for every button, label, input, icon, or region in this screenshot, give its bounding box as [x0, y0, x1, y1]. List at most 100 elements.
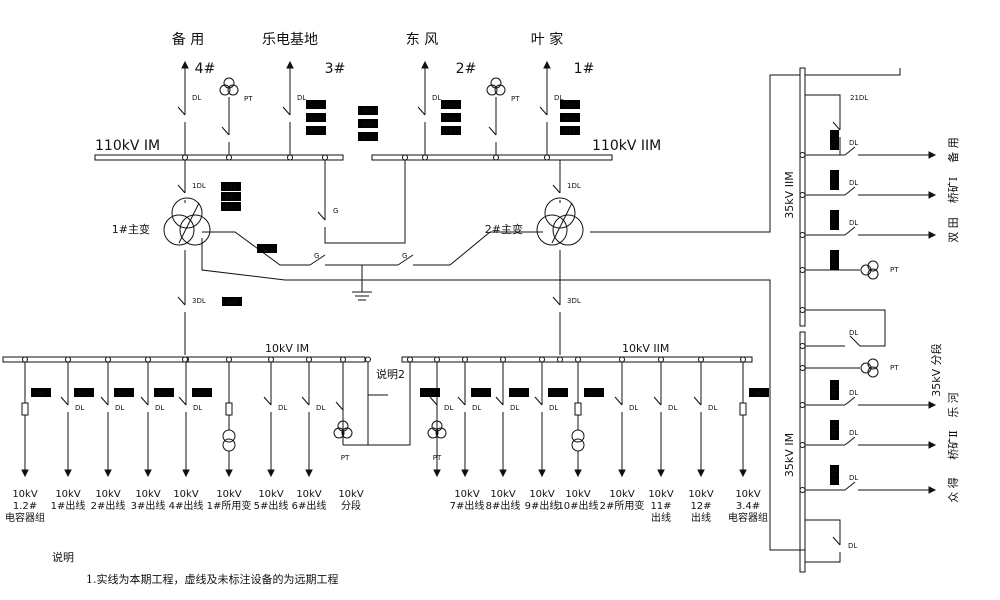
breaker-label: DL: [278, 404, 287, 412]
breaker-label: 1DL: [192, 182, 206, 190]
t1-to-35kv: [201, 238, 771, 512]
feeder-label-lv1: 分段: [341, 499, 361, 512]
breaker-label: DL: [510, 404, 519, 412]
relay-box-label: 631: [475, 390, 487, 397]
bus-label-10kv-iim: 10kV IIM: [622, 342, 669, 355]
breaker-label: DL: [554, 94, 563, 102]
feeder-label-lv1: 10kV: [55, 489, 81, 500]
switch-blade: [614, 396, 623, 406]
pt-label: PT: [511, 95, 520, 103]
arrow-up-icon: [286, 60, 294, 69]
arrow-down-icon: [182, 469, 190, 478]
bus-label-35kv-im: 35kV IM: [783, 433, 796, 477]
relay-box-label: 632: [832, 174, 839, 186]
relay-box-label: 672: [424, 390, 436, 397]
feeder-label-lv2: 10kV: [688, 489, 714, 500]
bus-node: [226, 356, 232, 363]
relay-box-mv1: [830, 250, 839, 270]
feeder-label-35kv-top: 双 田: [947, 217, 960, 243]
breaker-label: DL: [849, 179, 858, 187]
fuse-icon: [739, 402, 747, 416]
pt-label: PT: [244, 95, 253, 103]
feeder-label-lv1: 10kV: [173, 489, 199, 500]
pt-icon: [427, 427, 439, 439]
breaker-label: DL: [297, 94, 306, 102]
feeder-label-lv2: 10kV: [735, 489, 761, 500]
switch-label: G: [333, 207, 338, 215]
breaker-label: DL: [849, 429, 858, 437]
arrow-right-icon: [928, 486, 937, 494]
feeder-label-lv2: 10kV: [565, 489, 591, 500]
line: [805, 68, 901, 76]
bus-node: [799, 152, 806, 158]
feeder-label-35kv-bottom: 乐 河: [947, 392, 960, 418]
bus-node: [462, 356, 468, 363]
bottom-loop: [805, 519, 841, 535]
breaker-label: DL: [848, 542, 857, 550]
pt-icon: [867, 260, 879, 272]
switch-blade: [429, 396, 438, 406]
relay-box-label: 632: [832, 384, 839, 396]
feeder-label-lv2: 10#出线: [557, 499, 598, 512]
feeder-label-lv1: 3#出线: [131, 499, 166, 512]
relay-box-label: 613: [445, 128, 457, 135]
feeder-label-lv2: 出线: [691, 511, 711, 524]
bus-node: [105, 356, 111, 363]
switch-blade: [221, 126, 230, 136]
relay-box-label: 625: [226, 299, 238, 306]
transformer-icon: [222, 429, 236, 443]
breaker-label: DL: [849, 329, 858, 337]
relay-box-label: 632: [832, 424, 839, 436]
bus-node: [22, 356, 28, 363]
switch-blade: [539, 106, 548, 116]
bus-label-110kv-iim: 110kV IIM: [592, 138, 661, 154]
feeder-label-lv2: 出线: [651, 511, 671, 524]
arrow-down-icon: [433, 469, 441, 478]
bus-node: [365, 356, 371, 363]
bus-node: [658, 356, 664, 363]
relay-box-l3: [306, 126, 326, 135]
feeder-label-lv2: 10kV: [609, 489, 635, 500]
pt-icon: [341, 427, 353, 439]
transformer-icon: [536, 214, 568, 246]
switch-blade: [844, 146, 856, 156]
bus-node: [268, 356, 274, 363]
arrow-right-icon: [928, 151, 937, 159]
bus-label-35kv-iim: 35kV IIM: [783, 171, 796, 218]
bus-node: [65, 356, 71, 363]
breaker-label: 3DL: [567, 297, 581, 305]
breaker-label: DL: [849, 219, 858, 227]
arrow-down-icon: [697, 469, 705, 478]
feeder-label-lv2: 10kV: [648, 489, 674, 500]
feeder-label-lv1: 电容器组: [5, 511, 45, 524]
relay-box-lv2: [584, 388, 604, 397]
switch-blade: [844, 226, 856, 236]
transformer-icon: [552, 214, 584, 246]
bus-node: [799, 232, 806, 238]
bus-node: [799, 487, 806, 493]
switch-blade: [832, 121, 841, 131]
relay-box-l3: [306, 113, 326, 122]
arrow-down-icon: [461, 469, 469, 478]
bus-node: [182, 356, 188, 363]
switch-blade: [301, 396, 310, 406]
switch-blade: [417, 106, 426, 116]
breaker-label: DL: [193, 404, 202, 412]
transformer-icon: [171, 197, 203, 229]
pt-label: PT: [341, 454, 350, 462]
fuse-icon: [225, 402, 233, 416]
bus-node: [434, 356, 440, 363]
relay-box-mid: [358, 106, 378, 115]
feeder-label-lv1: 1#所用变: [207, 499, 252, 512]
arrow-up-icon: [421, 60, 429, 69]
breaker-label: DL: [472, 404, 481, 412]
switch-blade: [832, 536, 841, 546]
arrow-down-icon: [21, 469, 29, 478]
pt-icon: [490, 77, 502, 89]
relay-box-label: 692: [445, 115, 457, 122]
bus-node: [544, 154, 550, 161]
feeder-label-lv1: 10kV: [338, 489, 364, 500]
feeder-label-lv2: 7#出线: [450, 499, 485, 512]
switch-blade: [100, 396, 109, 406]
